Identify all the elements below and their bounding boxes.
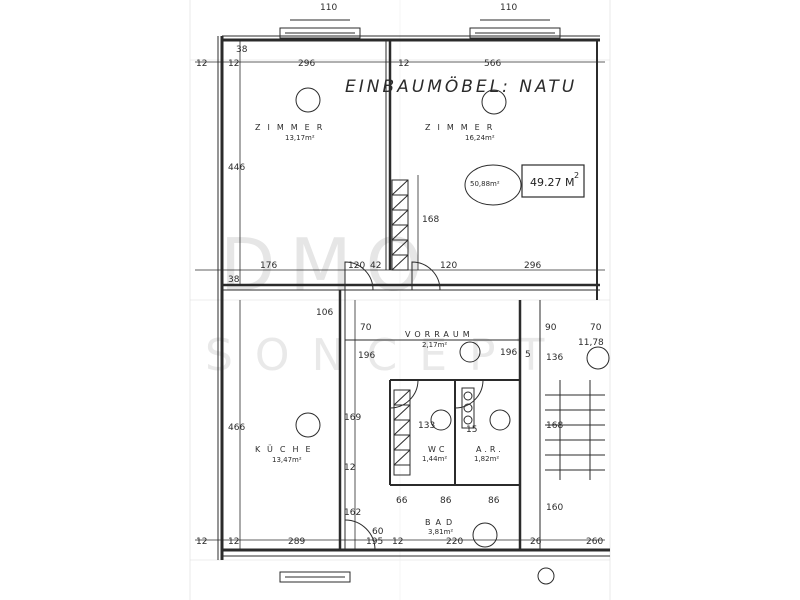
dim-label: 12 [228, 59, 239, 69]
room-kueche-area: 13,47m² [272, 456, 302, 464]
shelf-wc [461, 387, 475, 429]
room-zimmer-1-name: ZIMMER [255, 123, 329, 132]
dim-label: 90 [545, 323, 557, 333]
dim-label: 86 [440, 496, 452, 506]
dim-label: 42 [370, 261, 381, 271]
dim-label: 160 [546, 503, 563, 513]
dimension-labels: 12 12 296 12 566 110 110 38 446 38 176 1… [196, 3, 604, 547]
dim-label: 12 [398, 59, 409, 69]
window-top-left [279, 19, 361, 39]
room-ar-name: A.R. [476, 445, 504, 454]
dim-label: 446 [228, 163, 245, 173]
room-wc-area: 1,44m² [422, 455, 447, 463]
dim-label: 12 [196, 59, 207, 69]
dim-label: 15 [466, 425, 477, 435]
window-bottom [279, 571, 351, 583]
dim-label: 26 [530, 537, 542, 547]
dim-label: 133 [418, 421, 435, 431]
room-wc-name: WC [428, 445, 448, 454]
area-box-superscript: 2 [574, 171, 579, 180]
dim-label: 566 [484, 59, 501, 69]
dim-label: 120 [348, 261, 365, 271]
watermark-line2: SONCEPT [205, 330, 566, 381]
paper-grid [189, 0, 611, 600]
dim-label: 70 [590, 323, 602, 333]
dim-label: 5 [525, 350, 531, 360]
room-kueche-name: KÜCHE [255, 444, 318, 454]
dim-label: 195 [366, 537, 383, 547]
dim-label: 38 [236, 45, 248, 55]
room-zimmer-2-name: ZIMMER [425, 123, 499, 132]
ceiling-lights [295, 87, 610, 585]
dim-label: 296 [524, 261, 541, 271]
dim-label: 120 [440, 261, 457, 271]
area-box-value: 49.27 M [530, 176, 574, 189]
dim-label: 176 [260, 261, 277, 271]
area-scribble-text: 50,88m² [470, 180, 500, 188]
dim-label: 168 [546, 421, 563, 431]
room-zimmer-2-area: 16,24m² [465, 134, 495, 142]
dim-label: 38 [228, 275, 240, 285]
dim-label: 162 [344, 508, 361, 518]
dim-label: 11,78 [578, 338, 604, 348]
dim-label: 70 [360, 323, 372, 333]
page-title: EINBAUMÖBEL: NATU [345, 75, 577, 97]
dim-label: 12 [228, 537, 239, 547]
dim-label: 60 [372, 527, 384, 537]
dim-label: 110 [500, 3, 517, 13]
room-ar-area: 1,82m² [474, 455, 499, 463]
dim-label: 220 [446, 537, 463, 547]
room-bad-name: BAD [425, 518, 457, 527]
room-vorraum-area: 2,17m² [422, 341, 447, 349]
dimension-lines [195, 40, 605, 550]
dim-label: 196 [500, 348, 517, 358]
dim-label: 296 [298, 59, 315, 69]
dim-label: 110 [320, 3, 337, 13]
dim-label: 66 [396, 496, 408, 506]
outer-walls [217, 35, 610, 560]
dim-label: 136 [546, 353, 563, 363]
dim-label: 12 [196, 537, 207, 547]
door-swings [344, 261, 484, 551]
dim-label: 12 [392, 537, 403, 547]
dim-label: 466 [228, 423, 245, 433]
room-zimmer-1-area: 13,17m² [285, 134, 315, 142]
dim-label: 106 [316, 308, 333, 318]
stairs-right [545, 380, 605, 480]
interior-walls [222, 40, 600, 550]
window-top-right [469, 19, 561, 39]
area-scribble: 50,88m² [464, 164, 522, 206]
room-bad-area: 3,81m² [428, 528, 453, 536]
room-vorraum-name: VORRAUM [405, 330, 474, 339]
dim-label: 86 [488, 496, 500, 506]
dim-label: 12 [344, 463, 355, 473]
area-box: 49.27 M 2 [521, 164, 585, 198]
dim-label: 196 [358, 351, 375, 361]
dim-label: 168 [422, 215, 439, 225]
dim-label: 260 [586, 537, 603, 547]
dim-label: 289 [288, 537, 305, 547]
shelf-lower [393, 389, 411, 476]
watermark-line1: DMO [220, 223, 436, 307]
dim-label: 169 [344, 413, 361, 423]
